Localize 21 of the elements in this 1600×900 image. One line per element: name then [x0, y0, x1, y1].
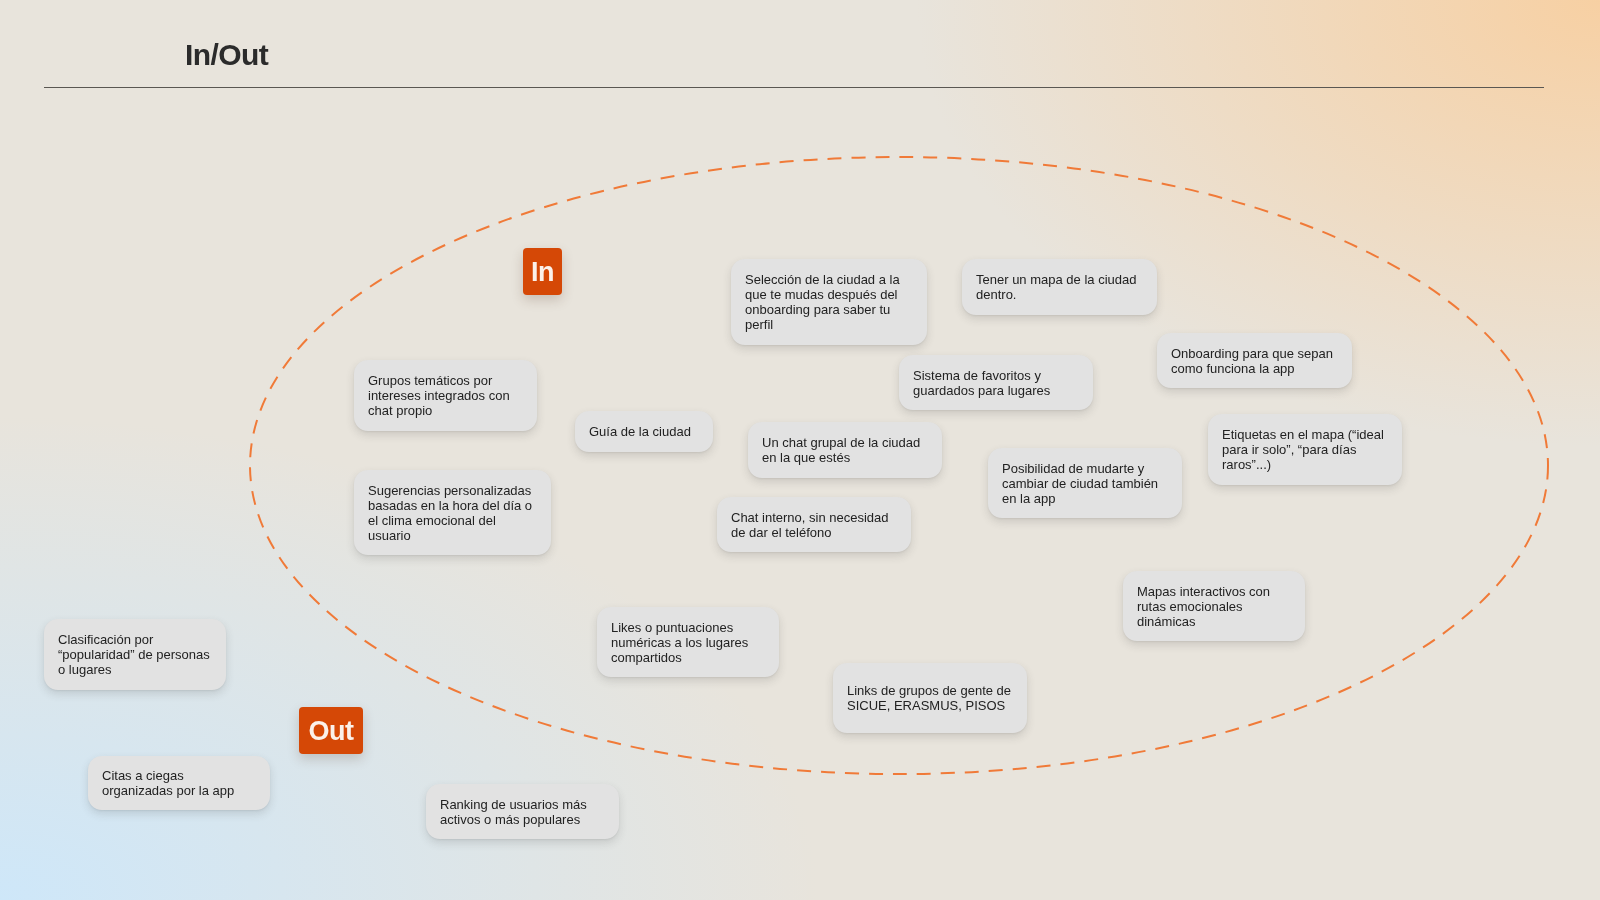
- idea-card: Likes o puntuaciones numéricas a los lugares compartidos: [597, 607, 779, 677]
- idea-card: Links de grupos de gente de SICUE, ERASMUS, PISOS: [833, 663, 1027, 733]
- idea-card: Chat interno, sin necesidad de dar el teléfono: [717, 497, 911, 552]
- idea-card: Selección de la ciudad a la que te mudas después del onboarding para saber tu perfil: [731, 259, 927, 345]
- idea-card: Citas a ciegas organizadas por la app: [88, 756, 270, 810]
- idea-card: Grupos temáticos por intereses integrados con chat propio: [354, 360, 537, 431]
- idea-card: Sistema de favoritos y guardados para lugares: [899, 355, 1093, 410]
- idea-card: Un chat grupal de la ciudad en la que estés: [748, 422, 942, 478]
- idea-card: Tener un mapa de la ciudad dentro.: [962, 259, 1157, 315]
- idea-card: Ranking de usuarios más activos o más populares: [426, 784, 619, 839]
- idea-card: Posibilidad de mudarte y cambiar de ciudad también en la app: [988, 448, 1182, 518]
- idea-card: Etiquetas en el mapa (“ideal para ir solo”, “para días raros”...): [1208, 414, 1402, 485]
- section-tag: Out: [299, 707, 363, 754]
- page-title: In/Out: [185, 37, 269, 73]
- section-tag: In: [523, 248, 562, 295]
- idea-card: Sugerencias personalizadas basadas en la hora del día o el clima emocional del usuario: [354, 470, 551, 555]
- dashed-ellipse: [249, 156, 1549, 775]
- idea-card: Guía de la ciudad: [575, 411, 713, 452]
- idea-card: Mapas interactivos con rutas emocionales dinámicas: [1123, 571, 1305, 641]
- idea-card: Onboarding para que sepan como funciona la app: [1157, 333, 1352, 388]
- idea-card: Clasificación por “popularidad” de personas o lugares: [44, 619, 226, 690]
